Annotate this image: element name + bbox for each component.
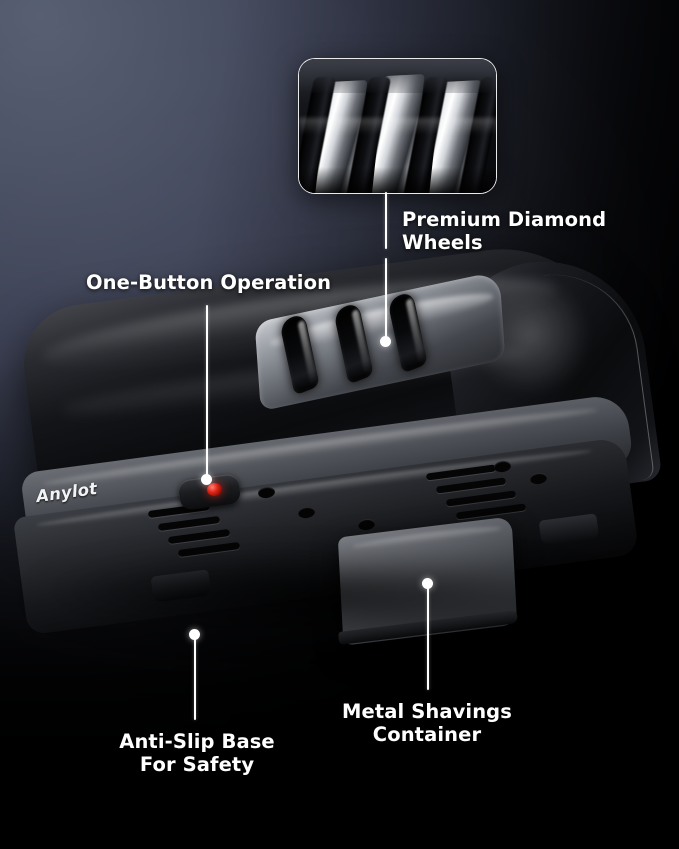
leader-line-one-button-operation [206,305,208,480]
leader-line-diamond-wheels-upper [385,192,387,249]
leader-dot-metal-shavings-container [422,578,433,589]
inset-top-shadow [299,59,496,93]
leader-dot-one-button-operation [201,474,212,485]
product-drop-shadow [30,555,610,635]
callout-label-anti-slip-base: Anti-Slip Base For Safety [119,730,275,776]
callout-label-metal-shavings-container: Metal Shavings Container [342,700,512,746]
inset-bottom-shadow [299,167,496,193]
callout-label-premium-diamond-wheels: Premium Diamond Wheels [402,208,607,254]
leader-dot-diamond-wheels [380,336,391,347]
leader-dot-anti-slip-base [189,629,200,640]
callout-label-one-button-operation: One-Button Operation [86,271,332,294]
leader-line-anti-slip-base [194,638,196,720]
leader-line-diamond-wheels-lower [385,258,387,340]
inset-gloss-band [299,117,496,134]
knife-sharpener-product: Anylot [0,234,679,675]
leader-line-metal-shavings-container [427,587,429,690]
diamond-wheels-inset [298,58,497,194]
inset-background [299,59,496,193]
